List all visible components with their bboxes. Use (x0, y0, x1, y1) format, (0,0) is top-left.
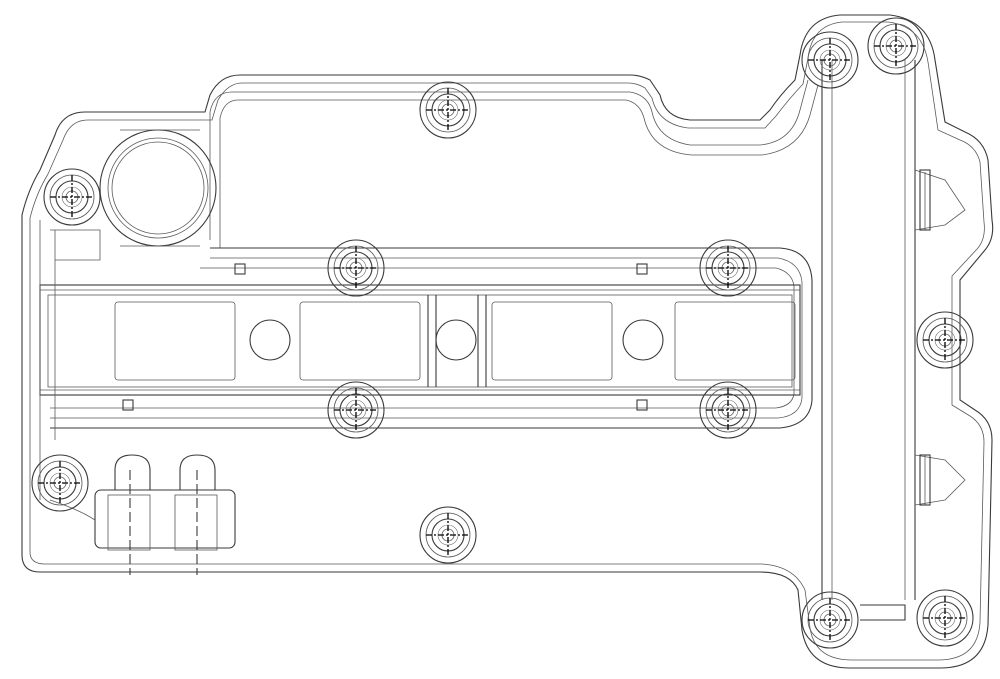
bolt-boss-4 (43, 168, 101, 226)
bolt-boss-1 (419, 81, 477, 139)
bolt-boss-10 (31, 454, 89, 512)
pcv-fittings (94, 454, 236, 575)
spark-plug-wells (114, 301, 796, 381)
bolt-boss-12 (801, 591, 859, 649)
upper-rib (209, 79, 819, 248)
plug-well-1 (114, 301, 236, 381)
oil-filler-neck (99, 129, 217, 247)
plug-well-2 (299, 301, 421, 381)
right-channel (821, 60, 966, 600)
bolt-boss-3 (867, 17, 925, 75)
bolt-boss-11 (419, 506, 477, 564)
bolt-boss-7 (916, 311, 974, 369)
central-channel (39, 247, 813, 429)
bolt-boss-9 (699, 381, 757, 439)
plug-well-4 (674, 301, 796, 381)
small-tabs (122, 169, 931, 621)
plug-hole-1 (249, 319, 291, 361)
plug-well-3 (491, 301, 613, 381)
bolt-boss-6 (699, 239, 757, 297)
bolt-boss-8 (327, 381, 385, 439)
bolt-boss-5 (327, 239, 385, 297)
plug-hole-3 (622, 319, 664, 361)
cover-outer-outline (21, 14, 994, 669)
bolt-bosses (31, 17, 974, 649)
plug-hole-2 (435, 319, 477, 361)
left-edge-detail (39, 220, 101, 521)
bolt-boss-2 (801, 31, 859, 89)
bolt-boss-13 (916, 589, 974, 647)
